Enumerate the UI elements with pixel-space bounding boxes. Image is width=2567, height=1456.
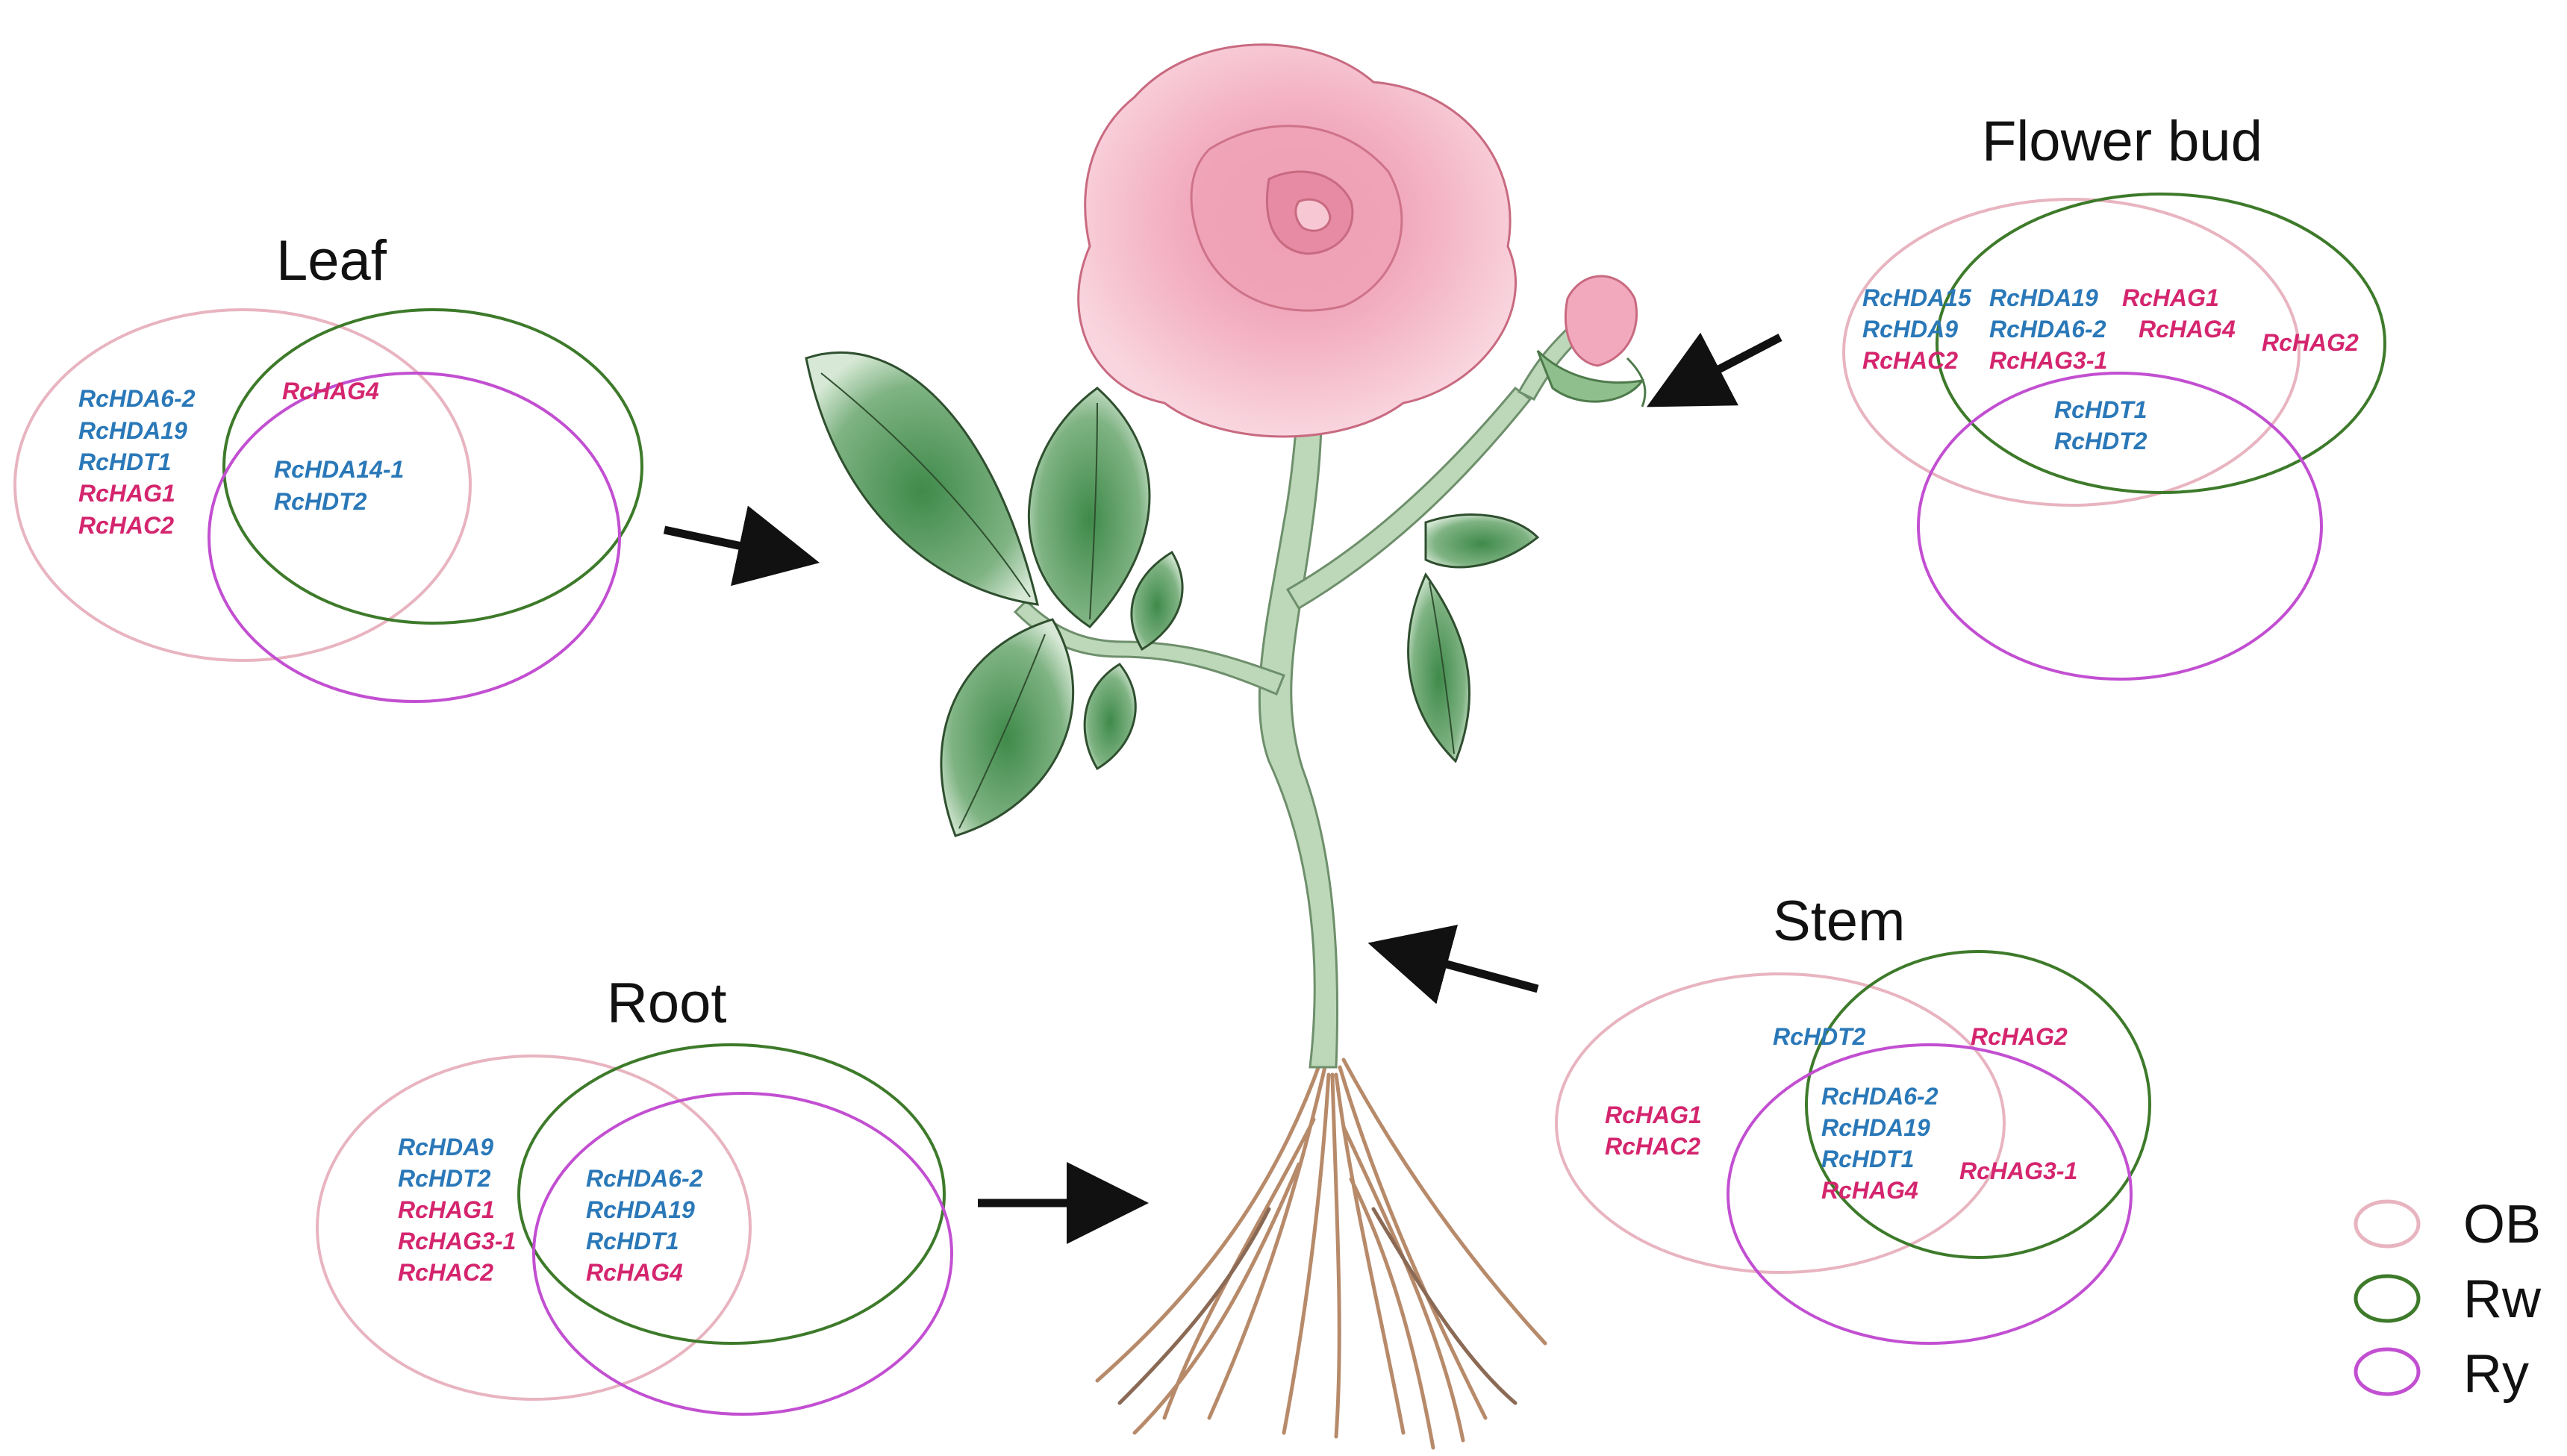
flower-bud-gene: RcHDA6-2	[1989, 316, 2106, 343]
stem-rw-ellipse	[1805, 950, 2151, 1259]
legend: OB Rw Ry	[2354, 1195, 2542, 1404]
flower-bud-title: Flower bud	[1982, 110, 2262, 173]
leaf-top-left	[805, 351, 1039, 606]
root-title: Root	[607, 972, 727, 1035]
stem-ry-ellipse	[1727, 1043, 2133, 1345]
flower-bud-arrow	[1646, 332, 1782, 407]
root-gene: RcHDT2	[398, 1165, 491, 1192]
legend-ob-swatch	[2354, 1199, 2421, 1249]
leaf-gene: RcHDA6-2	[78, 385, 196, 412]
stem-gene: RcHAG2	[1971, 1023, 2068, 1050]
leaf-right-top	[1424, 513, 1540, 569]
root-gene: RcHAG1	[398, 1196, 495, 1223]
flower-bud-gene: RcHDA15	[1862, 284, 1972, 311]
stem-gene: RcHDT2	[1773, 1023, 1866, 1050]
root-gene: RcHAG3-1	[398, 1228, 516, 1255]
bud-branch	[1285, 386, 1532, 610]
root-gene: RcHDA6-2	[586, 1165, 703, 1192]
roots	[1095, 1057, 1547, 1450]
leaf-top-middle	[1027, 387, 1151, 628]
stem-ob-ellipse	[1555, 972, 2006, 1274]
stem-gene: RcHAC2	[1605, 1133, 1700, 1160]
legend-rw-swatch	[2354, 1274, 2421, 1323]
flower-bud-ry-ellipse	[1917, 372, 2323, 681]
flower-bud-gene: RcHDA9	[1862, 316, 1958, 343]
leaf-gene: RcHAG1	[78, 480, 175, 507]
legend-ry-swatch	[2354, 1347, 2421, 1396]
root-rw-ellipse	[517, 1043, 946, 1345]
leaf-title: Leaf	[276, 229, 387, 293]
arrows	[663, 332, 1782, 1244]
stem-gene: RcHDT1	[1821, 1146, 1914, 1172]
leaf-small-middle	[1130, 550, 1184, 652]
stem-gene: RcHDA6-2	[1821, 1083, 1938, 1110]
stem-title: Stem	[1773, 890, 1905, 953]
leaf-right-bottom	[1407, 572, 1470, 763]
leaves	[805, 351, 1540, 837]
leaf-ob-ellipse	[13, 308, 472, 662]
root-ob-ellipse	[316, 1054, 752, 1401]
leaf-venn-panel: Leaf RcHDA6-2 RcHDA19 RcHDT1 RcHAG1 RcHA…	[13, 229, 643, 703]
legend-rw-label: Rw	[2463, 1269, 2542, 1329]
flower-bud-gene: RcHAG4	[2139, 316, 2236, 343]
leaf-arrow	[663, 505, 820, 587]
flower-bud-ob-ellipse	[1842, 198, 2301, 507]
leaf-gene: RcHAC2	[78, 512, 174, 539]
flower-bud-gene: RcHAG2	[2262, 329, 2359, 356]
root-ry-ellipse	[532, 1092, 953, 1416]
flower-bud-gene: RcHAG3-1	[1989, 347, 2107, 374]
root-gene: RcHAC2	[398, 1259, 493, 1286]
stem-gene: RcHAG4	[1821, 1177, 1918, 1204]
legend-ry-label: Ry	[2463, 1344, 2529, 1404]
flower-bud-gene: RcHDT1	[2054, 396, 2147, 423]
leaf-small-bottom	[1083, 663, 1137, 771]
leaf-gene: RcHDA19	[78, 417, 187, 444]
stem-venn-panel: Stem RcHAG1 RcHAC2 RcHDT2 RcHAG2 RcHDA6-…	[1555, 890, 2151, 1345]
leaf-gene: RcHDA14-1	[274, 456, 404, 483]
root-gene: RcHDT1	[586, 1228, 679, 1255]
stem-gene: RcHDA19	[1821, 1114, 1930, 1141]
root-venn-panel: Root RcHDA9 RcHDT2 RcHAG1 RcHAG3-1 RcHAC…	[316, 972, 953, 1416]
rose-bud	[1536, 275, 1647, 407]
legend-ob-label: OB	[2463, 1195, 2541, 1255]
flower-bud-gene: RcHAC2	[1862, 347, 1958, 374]
flower-bud-rw-ellipse	[1936, 193, 2386, 494]
rose-illustration	[805, 43, 1647, 1450]
leaf-rw-ellipse	[222, 308, 643, 625]
flower-bud-gene: RcHDA19	[1989, 284, 2098, 311]
leaf-gene: RcHDT2	[274, 488, 367, 515]
leaf-gene: RcHAG4	[282, 378, 379, 404]
flower-bud-venn-panel: Flower bud RcHDA15 RcHDA9 RcHAC2 RcHDA19…	[1842, 110, 2386, 681]
leaf-gene: RcHDT1	[78, 449, 171, 475]
flower-bud-gene: RcHAG1	[2122, 284, 2219, 311]
leaf-ry-ellipse	[208, 372, 621, 703]
stem-gene: RcHAG1	[1605, 1102, 1702, 1128]
rose-flower	[1077, 43, 1517, 438]
stem-arrow	[1367, 925, 1539, 1004]
root-gene: RcHDA19	[586, 1196, 695, 1223]
root-gene: RcHAG4	[586, 1259, 683, 1286]
leaf-bottom-left	[940, 618, 1075, 837]
main-stem	[1258, 416, 1339, 1069]
root-gene: RcHDA9	[398, 1134, 493, 1160]
flower-bud-gene: RcHDT2	[2054, 428, 2148, 454]
stem-gene: RcHAG3-1	[1959, 1157, 2077, 1184]
